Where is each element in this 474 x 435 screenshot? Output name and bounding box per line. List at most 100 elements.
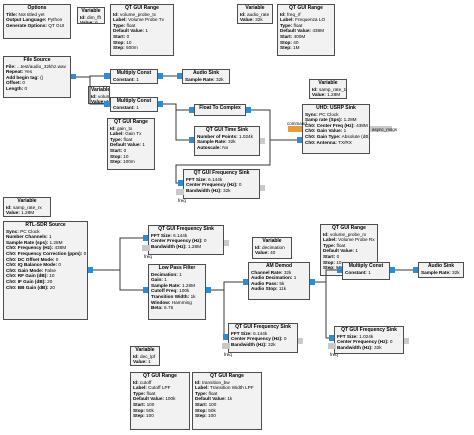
param-key: Default Value: — [195, 396, 226, 402]
param-value: 1 — [142, 142, 145, 148]
block-param-row: Sample Rate: 32k — [197, 139, 257, 145]
param-key: Sync: — [305, 111, 318, 117]
block-param-row: Value: 1.28M — [312, 92, 344, 98]
param-value: 1M — [293, 45, 300, 51]
block-title: QT GUI Range — [114, 119, 148, 125]
param-value: Volume Probe Tx — [128, 17, 164, 23]
block-param-row: Label: Volume Probe Tx — [113, 17, 171, 23]
block-param-row: Sample Rate (sps): 1.28M — [6, 240, 85, 246]
param-key: Ch0: Gain Mode: — [6, 267, 44, 273]
param-key: Value: — [6, 210, 20, 216]
param-value: 50k — [208, 407, 216, 413]
param-key: Ch0: Gain Value: — [305, 128, 343, 134]
wire-lpf-to-freqsink3 — [223, 290, 228, 338]
block-param-row: Ch0: Gain Mode: False — [6, 268, 85, 274]
param-key: FFT Size: — [231, 330, 252, 336]
param-key: Id: — [80, 14, 86, 20]
param-value: Cutoff LPF — [148, 385, 171, 391]
param-key: Step: — [133, 413, 145, 419]
param-value: Frequenza LO — [295, 17, 326, 23]
param-key: Window: — [151, 299, 171, 305]
port-usrp-command — [288, 126, 302, 132]
block-title: Multiply Const — [116, 70, 152, 76]
block-param-row: Autoscale: No — [197, 145, 257, 151]
wire-am-to-mult3 — [314, 269, 338, 283]
port-freqsink3-in — [223, 334, 228, 340]
param-value: 1 — [136, 76, 139, 82]
param-key: Gain: — [151, 277, 163, 283]
block-param-row: Output Language: Python — [6, 17, 68, 23]
port-lpf-out — [206, 287, 211, 293]
block-param-row: Bandwidth (Hz): 32k — [186, 188, 257, 194]
param-value: Gain Tx — [125, 131, 142, 137]
param-value: 40 — [293, 39, 299, 45]
param-key: Label: — [110, 131, 124, 137]
param-key: Samp rate (Sps): — [305, 117, 343, 123]
block-param-row: Center Frequency (Hz): 0 — [337, 339, 401, 345]
block-param-row: Cutoff Freq: 100k — [151, 288, 203, 294]
param-value: 1 — [179, 271, 182, 277]
block-param-row: Ch0: BB Gain (dB): 20 — [6, 285, 85, 291]
block-param-row: Add begin tag: () — [6, 75, 68, 81]
wire-am-to-freqsink4 — [325, 282, 330, 339]
param-value: 32k — [267, 341, 276, 347]
param-key: Ch0: RF Gain (dB): — [6, 273, 48, 279]
block-float-to-complex[interactable]: Float To Complex — [194, 104, 246, 116]
block-title: Audio Sink — [192, 70, 220, 76]
param-value: 0 — [283, 336, 287, 342]
param-key: Id: — [312, 86, 318, 92]
block-param-row: Title: Not titled yet — [6, 12, 68, 18]
port-freqsink2-freq — [142, 245, 150, 251]
block-title: QT GUI Frequency Sink — [235, 324, 291, 330]
param-key: Center Frequency (Hz): — [151, 238, 203, 244]
param-value: 1.28M — [343, 117, 357, 123]
block-param-row: Bandwidth (Hz): 32k — [231, 342, 295, 348]
block-param-row: Id: gain_tx — [110, 126, 152, 132]
port-usrp-async — [370, 126, 392, 132]
port-f2c-out — [246, 107, 251, 113]
param-value: 100 — [208, 401, 217, 407]
param-key: Start: — [323, 253, 336, 259]
param-key: Label: — [280, 17, 294, 23]
param-value: volume — [98, 93, 109, 99]
block-param-row: Default Value: 1 — [113, 28, 171, 34]
param-key: Value: — [255, 250, 269, 256]
param-key: Bandwidth (Hz): — [186, 187, 222, 193]
param-key: Offset: — [6, 80, 22, 86]
param-key: Audio Decimation: — [251, 275, 293, 281]
block-title: Low Pass Filter — [158, 265, 196, 271]
port-mult3-out — [390, 267, 395, 273]
param-value: Yes — [24, 69, 33, 75]
param-value: 1 — [49, 234, 52, 240]
block-param-row: Transition Width: 1k — [151, 294, 203, 300]
param-key: Value: — [80, 20, 94, 24]
